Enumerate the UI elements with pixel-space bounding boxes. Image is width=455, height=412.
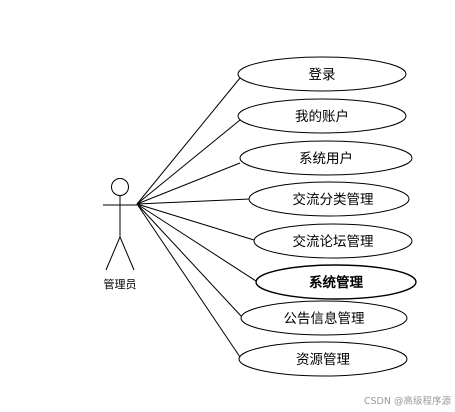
use-case-label: 系统管理 bbox=[309, 274, 363, 291]
watermark-text: CSDN @高级程序源 bbox=[364, 395, 452, 407]
use-case-ellipse bbox=[239, 140, 413, 176]
actor-label: 管理员 bbox=[104, 277, 137, 291]
association-line bbox=[136, 203, 241, 358]
use-case-ellipse bbox=[255, 264, 417, 300]
use-case-my-account: 我的账户 bbox=[237, 98, 407, 134]
use-case-label: 资源管理 bbox=[296, 352, 350, 368]
use-case-category-management: 交流分类管理 bbox=[248, 181, 410, 217]
association-line bbox=[136, 203, 242, 317]
use-case-login: 登录 bbox=[237, 56, 407, 92]
association-line bbox=[136, 198, 251, 205]
use-case-ellipse bbox=[238, 341, 408, 377]
actor-right-leg bbox=[119, 236, 135, 271]
use-case-forum-management: 交流论坛管理 bbox=[253, 223, 413, 259]
use-case-label: 系统用户 bbox=[299, 150, 353, 167]
association-line bbox=[136, 77, 241, 205]
use-case-ellipse bbox=[237, 56, 407, 92]
use-case-label: 我的账户 bbox=[295, 108, 349, 125]
association-lines bbox=[136, 77, 257, 358]
use-case-system-users: 系统用户 bbox=[239, 140, 413, 176]
use-case-label: 登录 bbox=[309, 67, 336, 83]
use-case-notice-management: 公告信息管理 bbox=[240, 300, 408, 336]
association-line bbox=[136, 119, 241, 205]
use-case-ellipse bbox=[248, 181, 410, 217]
use-case-system-management: 系统管理 bbox=[255, 264, 417, 300]
actor-head bbox=[111, 178, 129, 196]
actor-left-leg bbox=[105, 236, 121, 271]
use-case-ellipse bbox=[253, 223, 413, 259]
actor-admin bbox=[103, 178, 137, 271]
use-case-label: 交流论坛管理 bbox=[293, 233, 374, 250]
use-case-resource-management: 资源管理 bbox=[238, 341, 408, 377]
use-case-label: 公告信息管理 bbox=[284, 310, 365, 327]
use-case-label: 交流分类管理 bbox=[293, 191, 374, 208]
association-line bbox=[136, 203, 257, 282]
association-line bbox=[136, 162, 241, 205]
use-case-ellipse bbox=[240, 300, 408, 336]
use-case-ellipse bbox=[237, 98, 407, 134]
association-line bbox=[136, 203, 255, 241]
